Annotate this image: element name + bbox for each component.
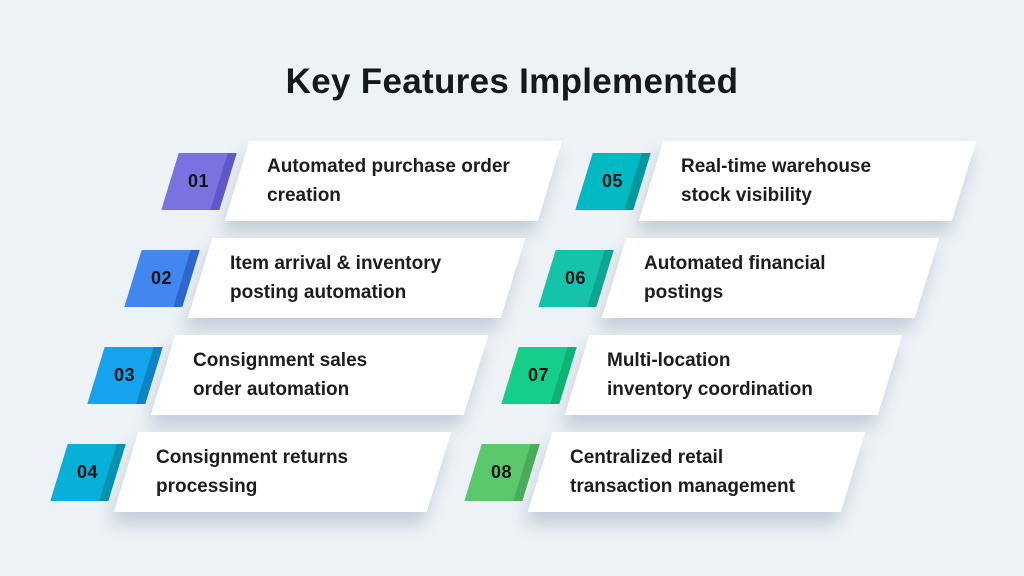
feature-item-05: Real-time warehouse stock visibility 05 (575, 141, 977, 221)
feature-text-line1: Real-time warehouse (681, 156, 872, 177)
feature-number-badge: 08 (464, 444, 540, 501)
feature-item-03: Consignment sales order automation 03 (87, 335, 489, 415)
feature-card: Item arrival & inventory posting automat… (187, 238, 526, 318)
feature-number-badge: 05 (575, 153, 651, 210)
feature-number: 02 (151, 268, 173, 288)
feature-number: 06 (565, 268, 587, 288)
feature-item-08: Centralized retail transaction managemen… (464, 432, 866, 512)
feature-number-badge: 02 (124, 250, 200, 307)
feature-text-line1: Automated purchase order (267, 156, 510, 177)
feature-text-line1: Consignment sales (193, 350, 368, 371)
feature-item-07: Multi-location inventory coordination 07 (501, 335, 903, 415)
feature-number-badge: 07 (501, 347, 577, 404)
feature-text-line2: stock visibility (681, 185, 812, 206)
feature-card: Real-time warehouse stock visibility (638, 141, 977, 221)
feature-card-content: Automated purchase order creation (237, 141, 550, 221)
feature-number: 03 (114, 365, 136, 385)
feature-card: Centralized retail transaction managemen… (527, 432, 866, 512)
feature-card-content: Multi-location inventory coordination (577, 335, 890, 415)
feature-number: 04 (77, 462, 99, 482)
feature-text-line2: inventory coordination (607, 379, 813, 400)
feature-text-line1: Automated financial (644, 253, 826, 274)
feature-number: 07 (528, 365, 550, 385)
feature-card: Automated purchase order creation (224, 141, 563, 221)
feature-item-01: Automated purchase order creation 01 (161, 141, 563, 221)
feature-card-content: Consignment returns processing (126, 432, 439, 512)
feature-number: 05 (602, 171, 624, 191)
feature-text-line1: Consignment returns (156, 447, 349, 468)
feature-text-line2: transaction management (570, 476, 795, 497)
feature-item-02: Item arrival & inventory posting automat… (124, 238, 526, 318)
feature-text-line1: Centralized retail (570, 447, 724, 468)
feature-card-content: Real-time warehouse stock visibility (651, 141, 964, 221)
feature-number-badge: 03 (87, 347, 163, 404)
feature-card: Consignment sales order automation (150, 335, 489, 415)
feature-card-content: Consignment sales order automation (163, 335, 476, 415)
feature-card-content: Automated financial postings (614, 238, 927, 318)
feature-number-badge: 06 (538, 250, 614, 307)
feature-text-line2: order automation (193, 379, 350, 400)
feature-text-line2: creation (267, 185, 341, 206)
feature-number: 01 (188, 171, 210, 191)
feature-text-line2: posting automation (230, 282, 407, 303)
feature-card: Automated financial postings (601, 238, 940, 318)
feature-item-06: Automated financial postings 06 (538, 238, 940, 318)
feature-card: Consignment returns processing (113, 432, 452, 512)
feature-number-badge: 01 (161, 153, 237, 210)
feature-item-04: Consignment returns processing 04 (50, 432, 452, 512)
feature-text-line1: Multi-location (607, 350, 731, 371)
feature-number: 08 (491, 462, 513, 482)
feature-card-content: Item arrival & inventory posting automat… (200, 238, 513, 318)
page-title: Key Features Implemented (285, 62, 739, 101)
feature-card: Multi-location inventory coordination (564, 335, 903, 415)
feature-text-line2: postings (644, 282, 724, 303)
feature-text-line2: processing (156, 476, 258, 497)
feature-number-badge: 04 (50, 444, 126, 501)
feature-card-content: Centralized retail transaction managemen… (540, 432, 853, 512)
feature-text-line1: Item arrival & inventory (230, 253, 442, 274)
